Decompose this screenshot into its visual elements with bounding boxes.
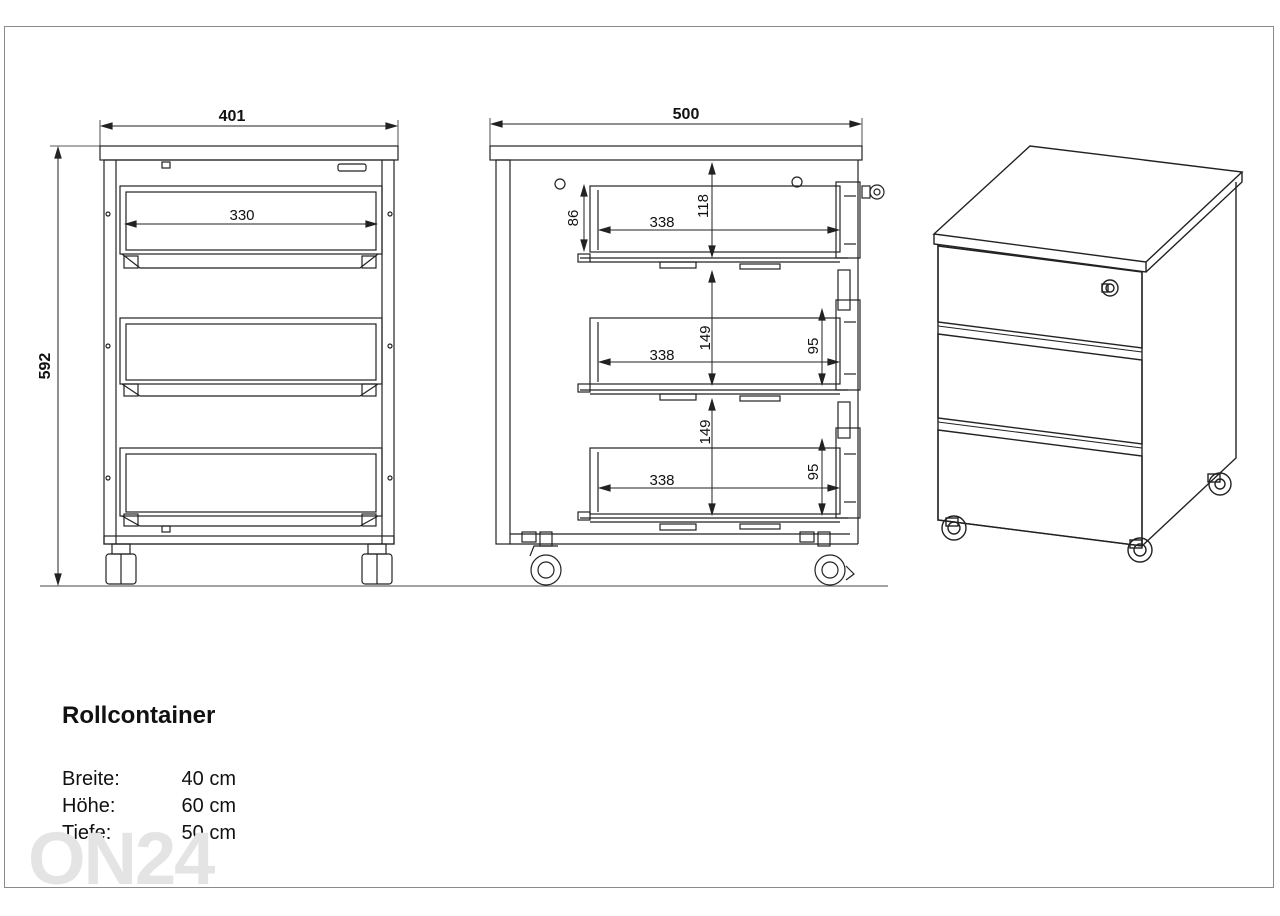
middle-pitch-label: 149 — [697, 325, 714, 350]
side-drawer-1 — [577, 181, 861, 270]
side-drawer-1-depth-label: 338 — [649, 214, 674, 231]
spec-row-depth: Tiefe: 50 cm — [62, 820, 236, 847]
side-depth-label: 500 — [673, 106, 700, 123]
side-view: 500 — [489, 106, 885, 586]
spec-value: 50 cm — [181, 822, 236, 844]
perspective-view — [932, 145, 1244, 563]
front-drawer-1 — [119, 185, 383, 269]
front-castor-left — [105, 543, 137, 585]
side-castor-left — [521, 531, 562, 586]
watermark-logo: ON24 — [28, 817, 215, 900]
product-specs: Breite: 40 cm Höhe: 60 cm Tiefe: 50 cm — [62, 766, 236, 847]
spec-row-width: Breite: 40 cm — [62, 766, 236, 793]
top-drawer-side-label: 86 — [565, 210, 582, 227]
bottom-side-label: 95 — [805, 464, 822, 481]
front-height-label: 592 — [37, 353, 54, 380]
front-drawer-2 — [119, 317, 383, 397]
spec-row-height: Höhe: 60 cm — [62, 793, 236, 820]
side-castor-right — [799, 531, 855, 586]
front-castor-right — [361, 543, 393, 585]
front-width-label: 401 — [219, 108, 246, 125]
spec-value: 60 cm — [181, 795, 236, 817]
front-view: 401 592 — [37, 108, 399, 587]
perspective-castor-front-right — [1127, 537, 1153, 563]
bottom-pitch-label: 149 — [697, 419, 714, 444]
spec-label: Höhe: — [62, 795, 116, 817]
spec-value: 40 cm — [181, 768, 236, 790]
product-title: Rollcontainer — [62, 702, 216, 729]
front-drawer-width-label: 330 — [229, 207, 254, 224]
middle-side-label: 95 — [805, 338, 822, 355]
perspective-castor-back-right — [1207, 472, 1232, 496]
side-drawer-3-depth-label: 338 — [649, 472, 674, 489]
perspective-castor-front-left — [941, 515, 967, 541]
side-drawer-3 — [577, 427, 861, 531]
spec-label: Tiefe: — [62, 822, 112, 844]
side-drawer-2-depth-label: 338 — [649, 347, 674, 364]
front-drawer-3 — [119, 447, 383, 533]
top-drawer-height-label: 118 — [695, 194, 712, 218]
drawing-frame — [4, 26, 1274, 888]
side-drawer-2 — [577, 299, 861, 402]
spec-label: Breite: — [62, 768, 120, 790]
